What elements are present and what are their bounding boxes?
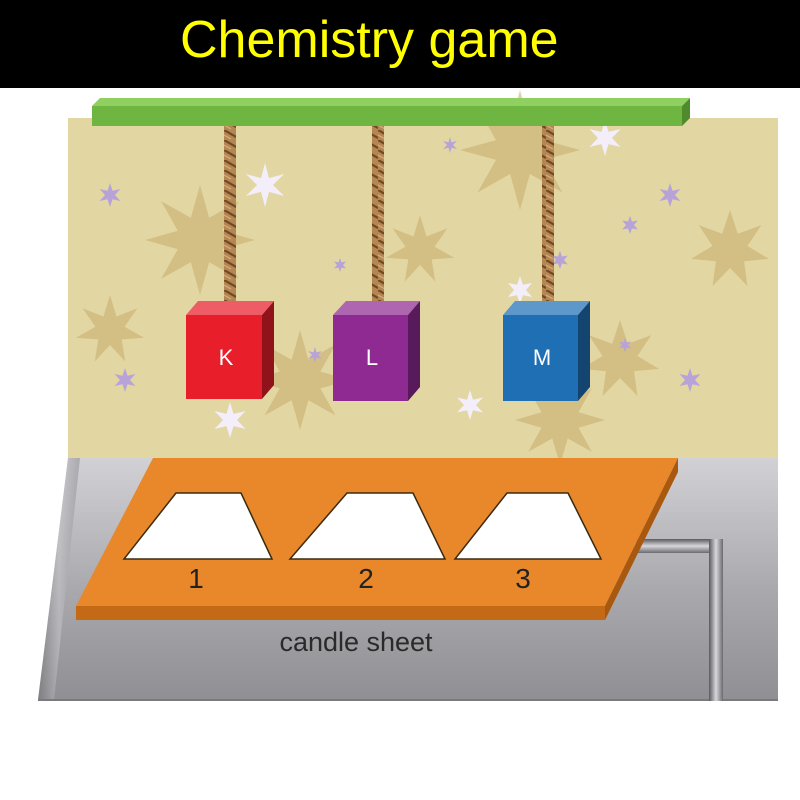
- title-bar: Chemistry game: [0, 0, 800, 88]
- backdrop-star: [250, 330, 350, 430]
- backdrop-sparkle: [457, 390, 483, 420]
- backdrop-star: [145, 185, 255, 295]
- backdrop-sparkle: [679, 368, 701, 392]
- rope-l: [372, 126, 384, 318]
- support-rod: [92, 98, 690, 126]
- slot-number-3: 3: [515, 563, 531, 594]
- element-box-m[interactable]: M: [503, 301, 590, 401]
- backdrop-sparkle: [245, 163, 285, 207]
- sample-slot-3[interactable]: [453, 492, 603, 560]
- box-label-k: K: [219, 345, 234, 370]
- backdrop-sparkle: [114, 368, 136, 392]
- slot-number-2: 2: [358, 563, 374, 594]
- backdrop-sparkle: [589, 120, 621, 156]
- backdrop-sparkle: [214, 402, 246, 438]
- backdrop-star: [385, 215, 455, 282]
- rope-k: [224, 126, 236, 318]
- element-box-l[interactable]: L: [333, 301, 420, 401]
- box-label-m: M: [533, 345, 551, 370]
- backdrop-sparkle: [618, 338, 632, 352]
- backdrop-star: [581, 320, 659, 396]
- backdrop-sparkle: [552, 251, 568, 269]
- metal-pipe: [633, 539, 723, 701]
- candle-sheet-label: candle sheet: [279, 627, 433, 657]
- backdrop-star: [691, 210, 769, 286]
- box-label-l: L: [366, 345, 378, 370]
- game-title: Chemistry game: [180, 11, 559, 69]
- backdrop-sparkle: [622, 216, 638, 234]
- starry-backdrop: [68, 118, 778, 458]
- rope-m: [542, 126, 554, 318]
- element-box-k[interactable]: K: [186, 301, 274, 399]
- backdrop-sparkle: [99, 183, 121, 207]
- sample-slot-2[interactable]: [288, 492, 447, 560]
- backdrop-star: [75, 295, 145, 362]
- backdrop-sparkle: [507, 276, 533, 304]
- sample-slot-1[interactable]: [122, 492, 274, 560]
- backdrop-sparkle: [443, 137, 457, 153]
- backdrop-sparkle: [659, 183, 681, 207]
- backdrop-sparkle: [308, 347, 322, 363]
- slot-number-1: 1: [188, 563, 204, 594]
- backdrop-sparkle: [333, 258, 347, 272]
